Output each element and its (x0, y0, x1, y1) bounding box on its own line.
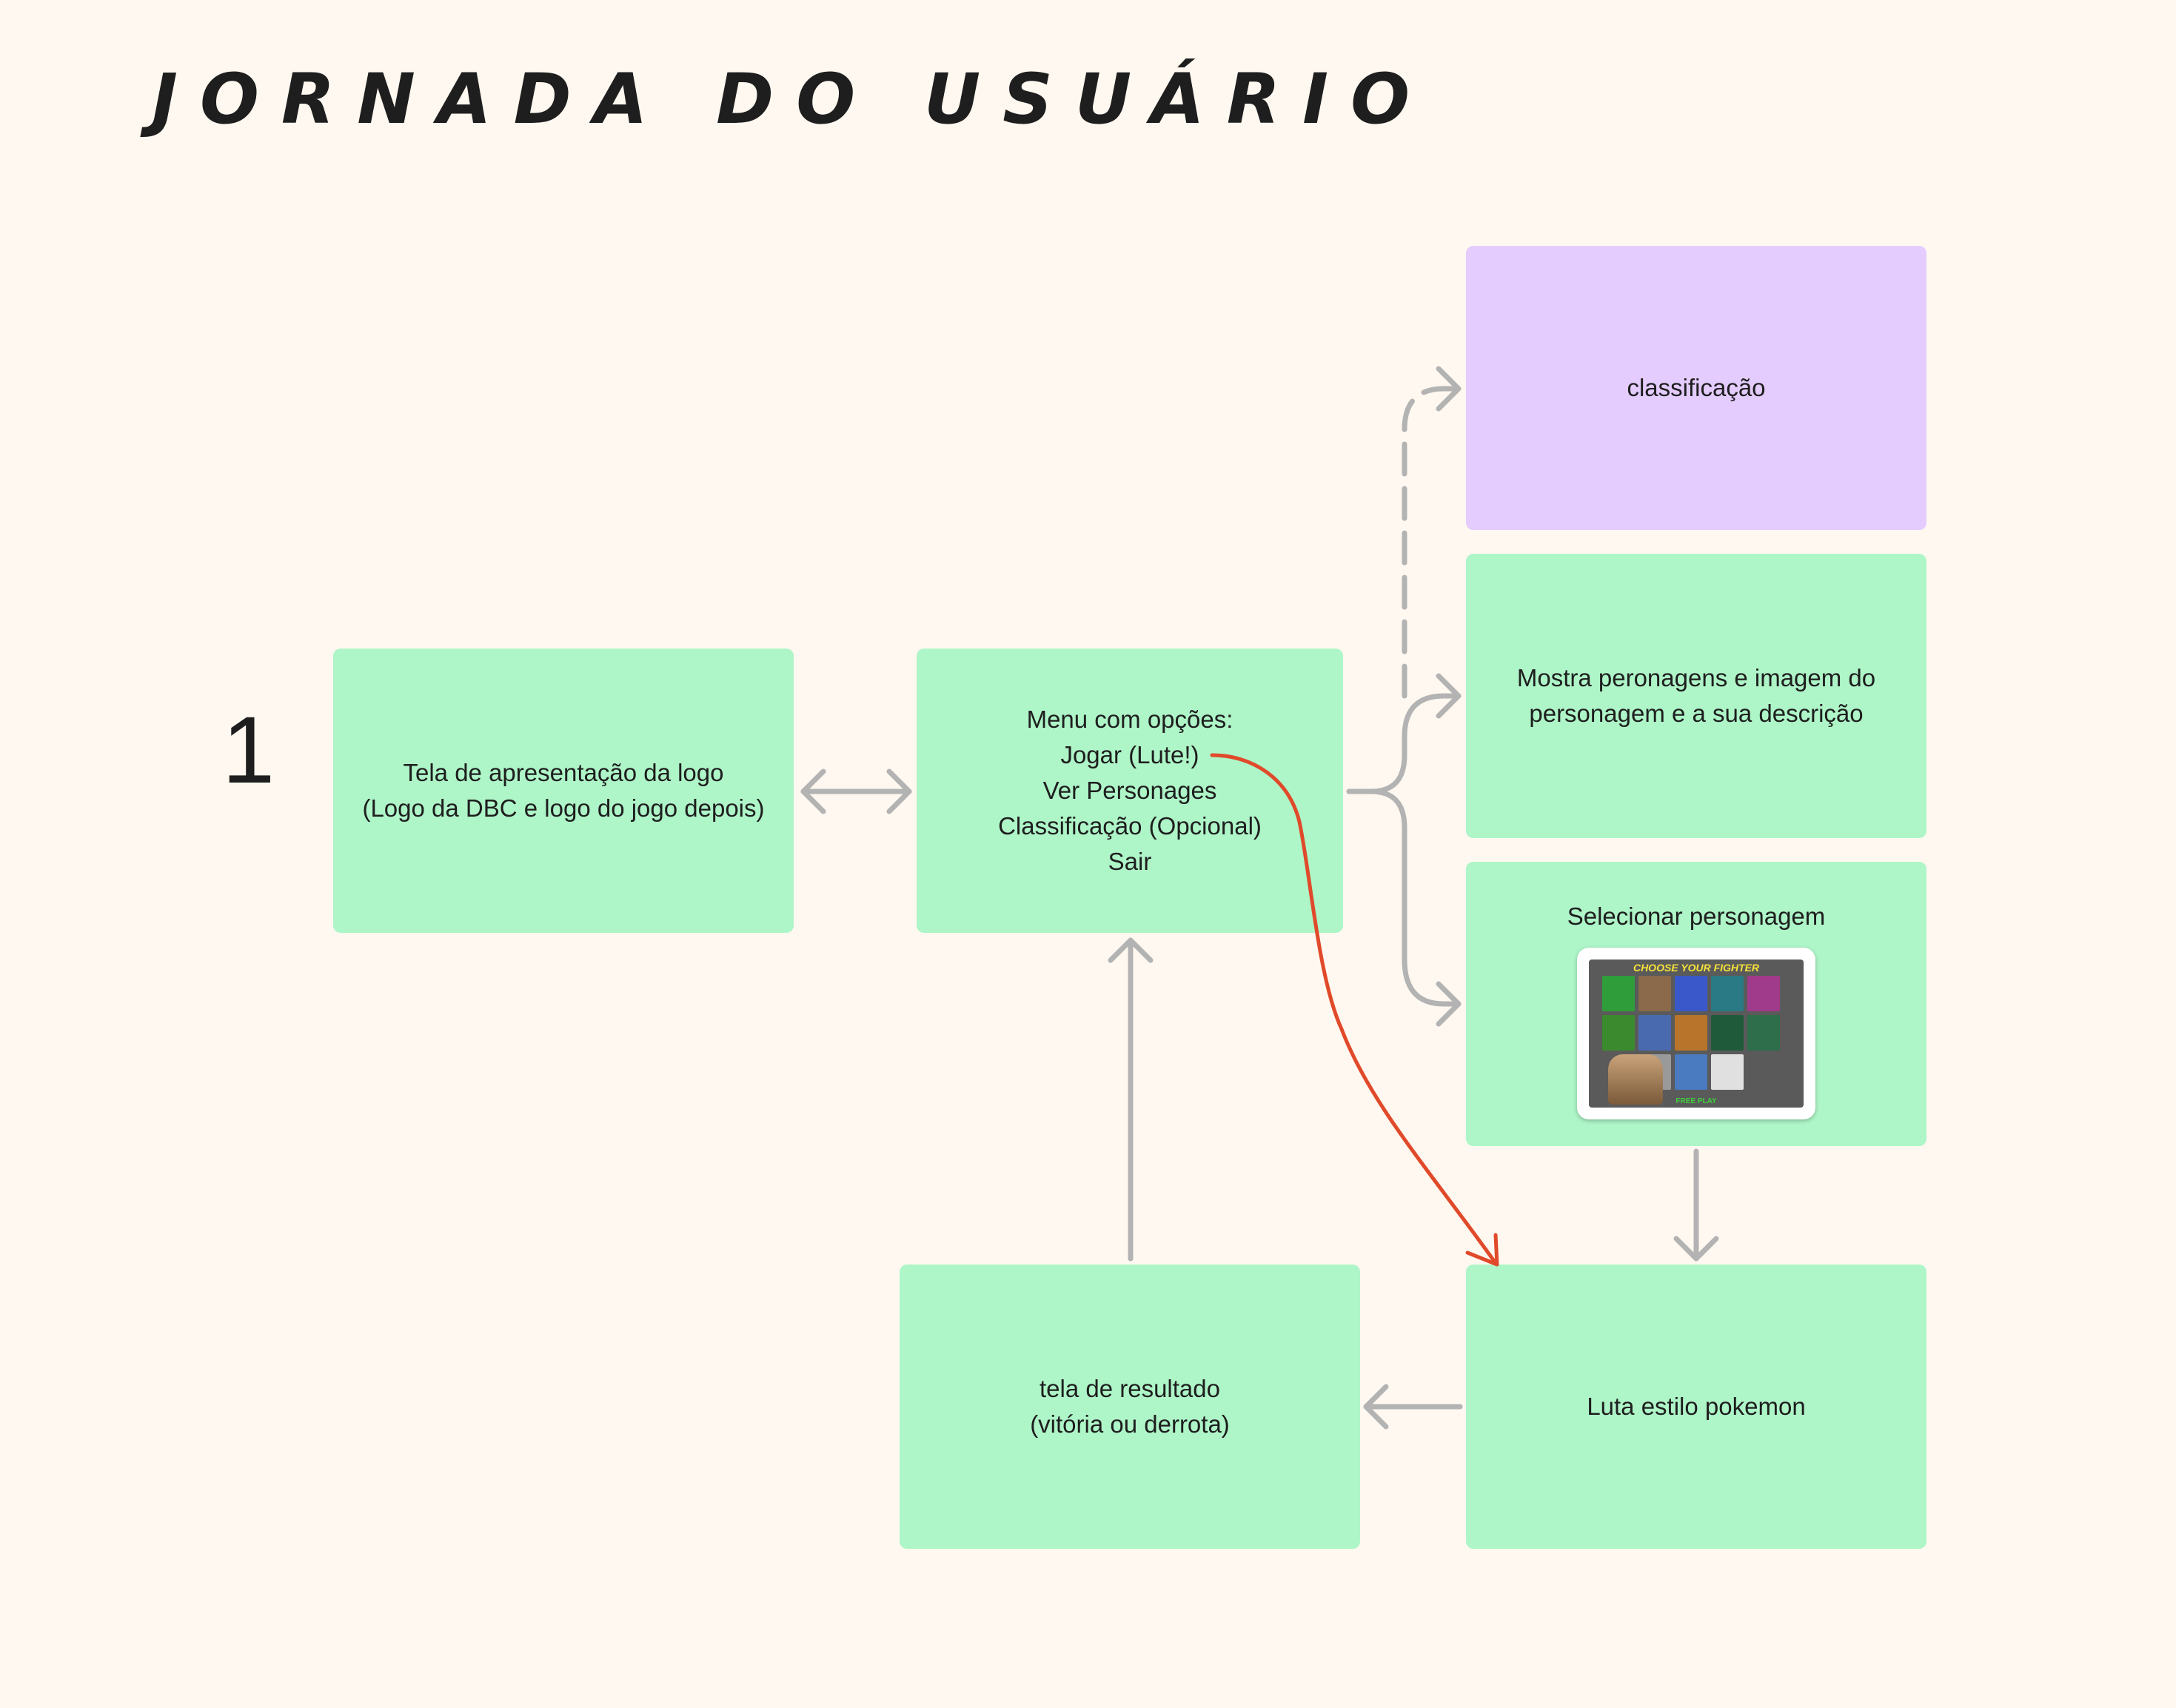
connector-menu-branch[interactable] (1346, 673, 1462, 1027)
box-text-line: classificação (1627, 374, 1766, 401)
menu-option-characters: Ver Personages (1042, 777, 1217, 804)
screen-footer: FREE PLAY (1675, 1097, 1717, 1105)
connector-fight-result[interactable] (1363, 1384, 1463, 1430)
connector-menu-classification[interactable] (1402, 366, 1462, 699)
connector-result-menu[interactable] (1108, 937, 1154, 1262)
portrait (1638, 1015, 1671, 1051)
portrait (1602, 976, 1635, 1011)
menu-option-play: Jogar (Lute!) (1060, 741, 1199, 768)
connector-select-fight[interactable] (1673, 1148, 1719, 1262)
connector-logo-menu[interactable] (800, 768, 912, 814)
box-text-line: Mostra peronagens e imagem do (1516, 664, 1876, 691)
menu-option-ranking: Classificação (Opcional) (998, 812, 1262, 840)
box-classification[interactable]: classificação (1466, 246, 1926, 530)
box-text-line: Menu com opções: (1026, 706, 1233, 733)
box-text-line: Selecionar personagem (1567, 902, 1826, 930)
portrait (1675, 1054, 1707, 1090)
portrait (1675, 1015, 1707, 1051)
menu-option-exit: Sair (1108, 848, 1152, 875)
portrait (1711, 1054, 1744, 1090)
fighter-figure (1608, 1054, 1663, 1105)
box-text-line: personagem e a sua descrição (1529, 700, 1864, 727)
box-text-line: tela de resultado (1039, 1375, 1220, 1402)
step-number: 1 (222, 697, 275, 803)
box-fight[interactable]: Luta estilo pokemon (1466, 1265, 1926, 1549)
page-title: JORNADA DO USUÁRIO (152, 59, 1432, 140)
portrait (1747, 976, 1780, 1011)
portrait (1711, 1015, 1744, 1051)
box-menu[interactable]: Menu com opções: Jogar (Lute!) Ver Perso… (917, 649, 1343, 933)
box-show-characters[interactable]: Mostra peronagens e imagem do personagem… (1466, 554, 1926, 838)
box-text-line: (Logo da DBC e logo do jogo depois) (362, 794, 765, 822)
character-select-thumbnail[interactable]: CHOOSE YOUR FIGHTER FREE PLAY (1577, 948, 1815, 1119)
portrait (1638, 976, 1671, 1011)
screen-title: CHOOSE YOUR FIGHTER (1633, 962, 1760, 974)
box-text-line: (vitória ou derrota) (1030, 1410, 1230, 1438)
box-text-line: Tela de apresentação da logo (403, 759, 724, 786)
fighter-select-screen: CHOOSE YOUR FIGHTER FREE PLAY (1589, 960, 1804, 1108)
portrait (1602, 1015, 1635, 1051)
connector-play-fight[interactable] (1210, 753, 1499, 1267)
box-logo-screen[interactable]: Tela de apresentação da logo (Logo da DB… (333, 649, 794, 933)
box-select-character[interactable]: Selecionar personagem CHOOSE YOUR FIGHTE… (1466, 862, 1926, 1146)
box-result-screen[interactable]: tela de resultado (vitória ou derrota) (900, 1265, 1360, 1549)
portrait (1747, 1015, 1780, 1051)
portrait (1675, 976, 1707, 1011)
box-text-line: Luta estilo pokemon (1587, 1393, 1806, 1420)
portrait (1711, 976, 1744, 1011)
